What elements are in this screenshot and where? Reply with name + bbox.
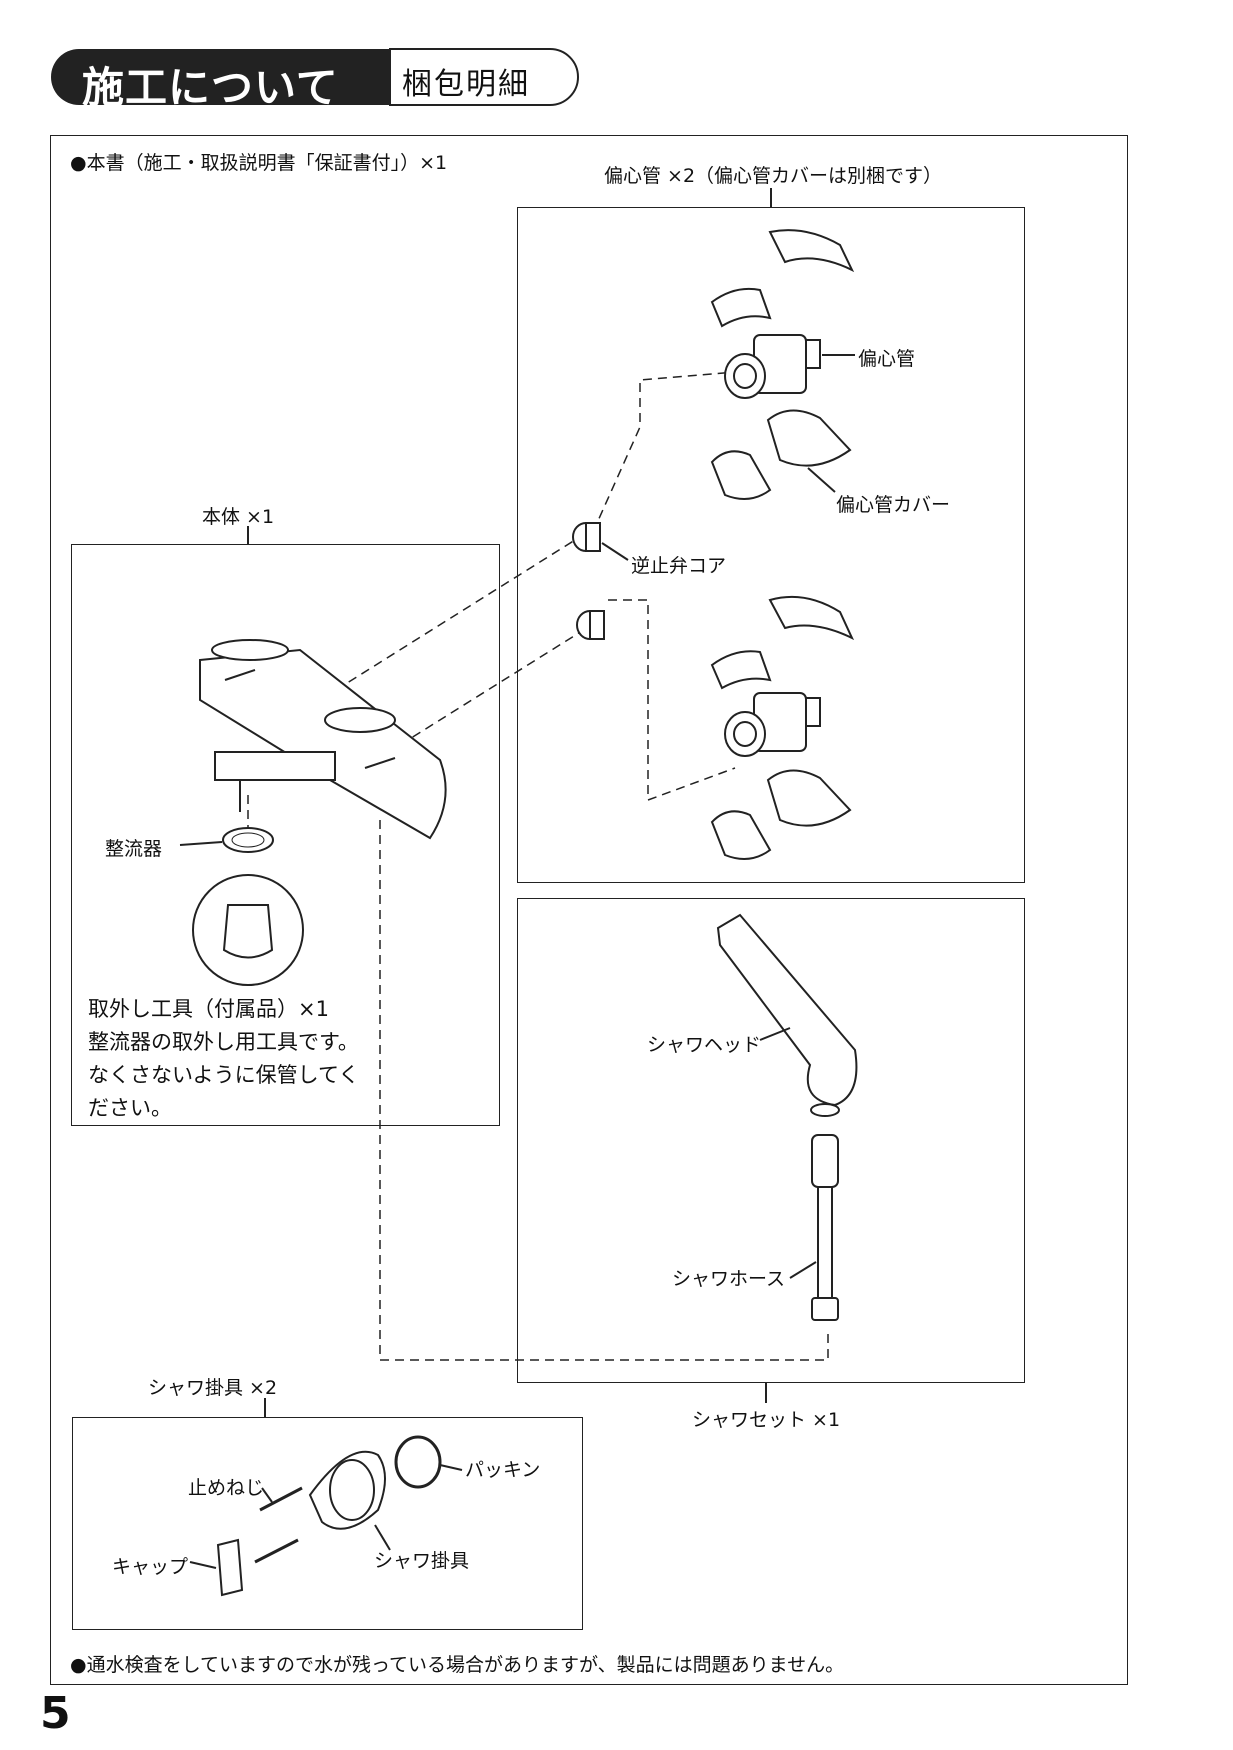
screw-label: 止めねじ	[188, 1477, 265, 1499]
header-subtitle: 梱包明細	[402, 67, 530, 102]
shower-head	[716, 913, 858, 1117]
tool-line: 整流器の取外し用工具です。	[88, 1030, 359, 1054]
eccentric-cover-bottom-2	[710, 769, 852, 860]
page-number: 5	[40, 1688, 71, 1739]
shower-set-box	[517, 898, 1025, 1383]
check-valve-label: 逆止弁コア	[631, 555, 727, 577]
shower-hose-label: シャワホース	[672, 1268, 786, 1290]
strainer-label: 整流器	[105, 838, 163, 860]
eccentric-cover-bottom-1	[710, 409, 852, 500]
check-valve-core-2	[576, 610, 605, 640]
shower-head-label: シャワヘッド	[647, 1034, 762, 1056]
tool-line: 取外し工具（付属品）×1	[88, 997, 329, 1021]
body-unit-box	[71, 544, 500, 1126]
strainer	[222, 827, 274, 853]
faucet-body	[199, 639, 447, 840]
header-title: 施工について	[82, 63, 339, 112]
tool-description: 取外し工具（付属品）×1 整流器の取外し用工具です。 なくさないように保管してく…	[88, 993, 359, 1125]
removal-tool	[192, 874, 304, 986]
set-screws	[254, 1486, 303, 1564]
shower-holder	[308, 1450, 386, 1530]
package-contents-frame	[50, 135, 1128, 1685]
eccentric-cover-top-2	[710, 595, 855, 690]
shower-holder-box	[72, 1417, 583, 1630]
tool-line: ださい。	[88, 1096, 172, 1120]
eccentric-pipe-box	[517, 207, 1025, 883]
eccentric-cover-label: 偏心管カバー	[836, 494, 951, 516]
eccentric-pipe-label: 偏心管	[858, 348, 916, 370]
shower-hose	[811, 1134, 839, 1321]
tool-line: なくさないように保管してく	[88, 1063, 360, 1087]
cap-label: キャップ	[112, 1556, 189, 1578]
eccentric-pipe-2	[724, 692, 821, 757]
shower-set-heading: シャワセット ×1	[692, 1409, 841, 1431]
eccentric-pipe-1	[724, 334, 821, 399]
manual-note: ●本書（施工・取扱説明書「保証書付」）×1	[70, 152, 448, 174]
check-valve-core-1	[572, 522, 601, 552]
packing-ring	[394, 1435, 442, 1489]
body-heading: 本体 ×1	[202, 506, 275, 528]
header-banner-shape	[51, 48, 579, 106]
eccentric-cover-top-1	[710, 229, 855, 328]
eccentric-heading: 偏心管 ×2（偏心管カバーは別梱です）	[604, 165, 943, 187]
packing-label: パッキン	[465, 1459, 541, 1481]
holder-heading: シャワ掛具 ×2	[148, 1377, 278, 1399]
section-header: 施工について 梱包明細	[50, 48, 580, 112]
footer-note: ●通水検査をしていますので水が残っている場合がありますが、製品には問題ありません…	[70, 1654, 845, 1676]
holder-label: シャワ掛具	[374, 1550, 470, 1572]
cap-part	[216, 1538, 244, 1597]
